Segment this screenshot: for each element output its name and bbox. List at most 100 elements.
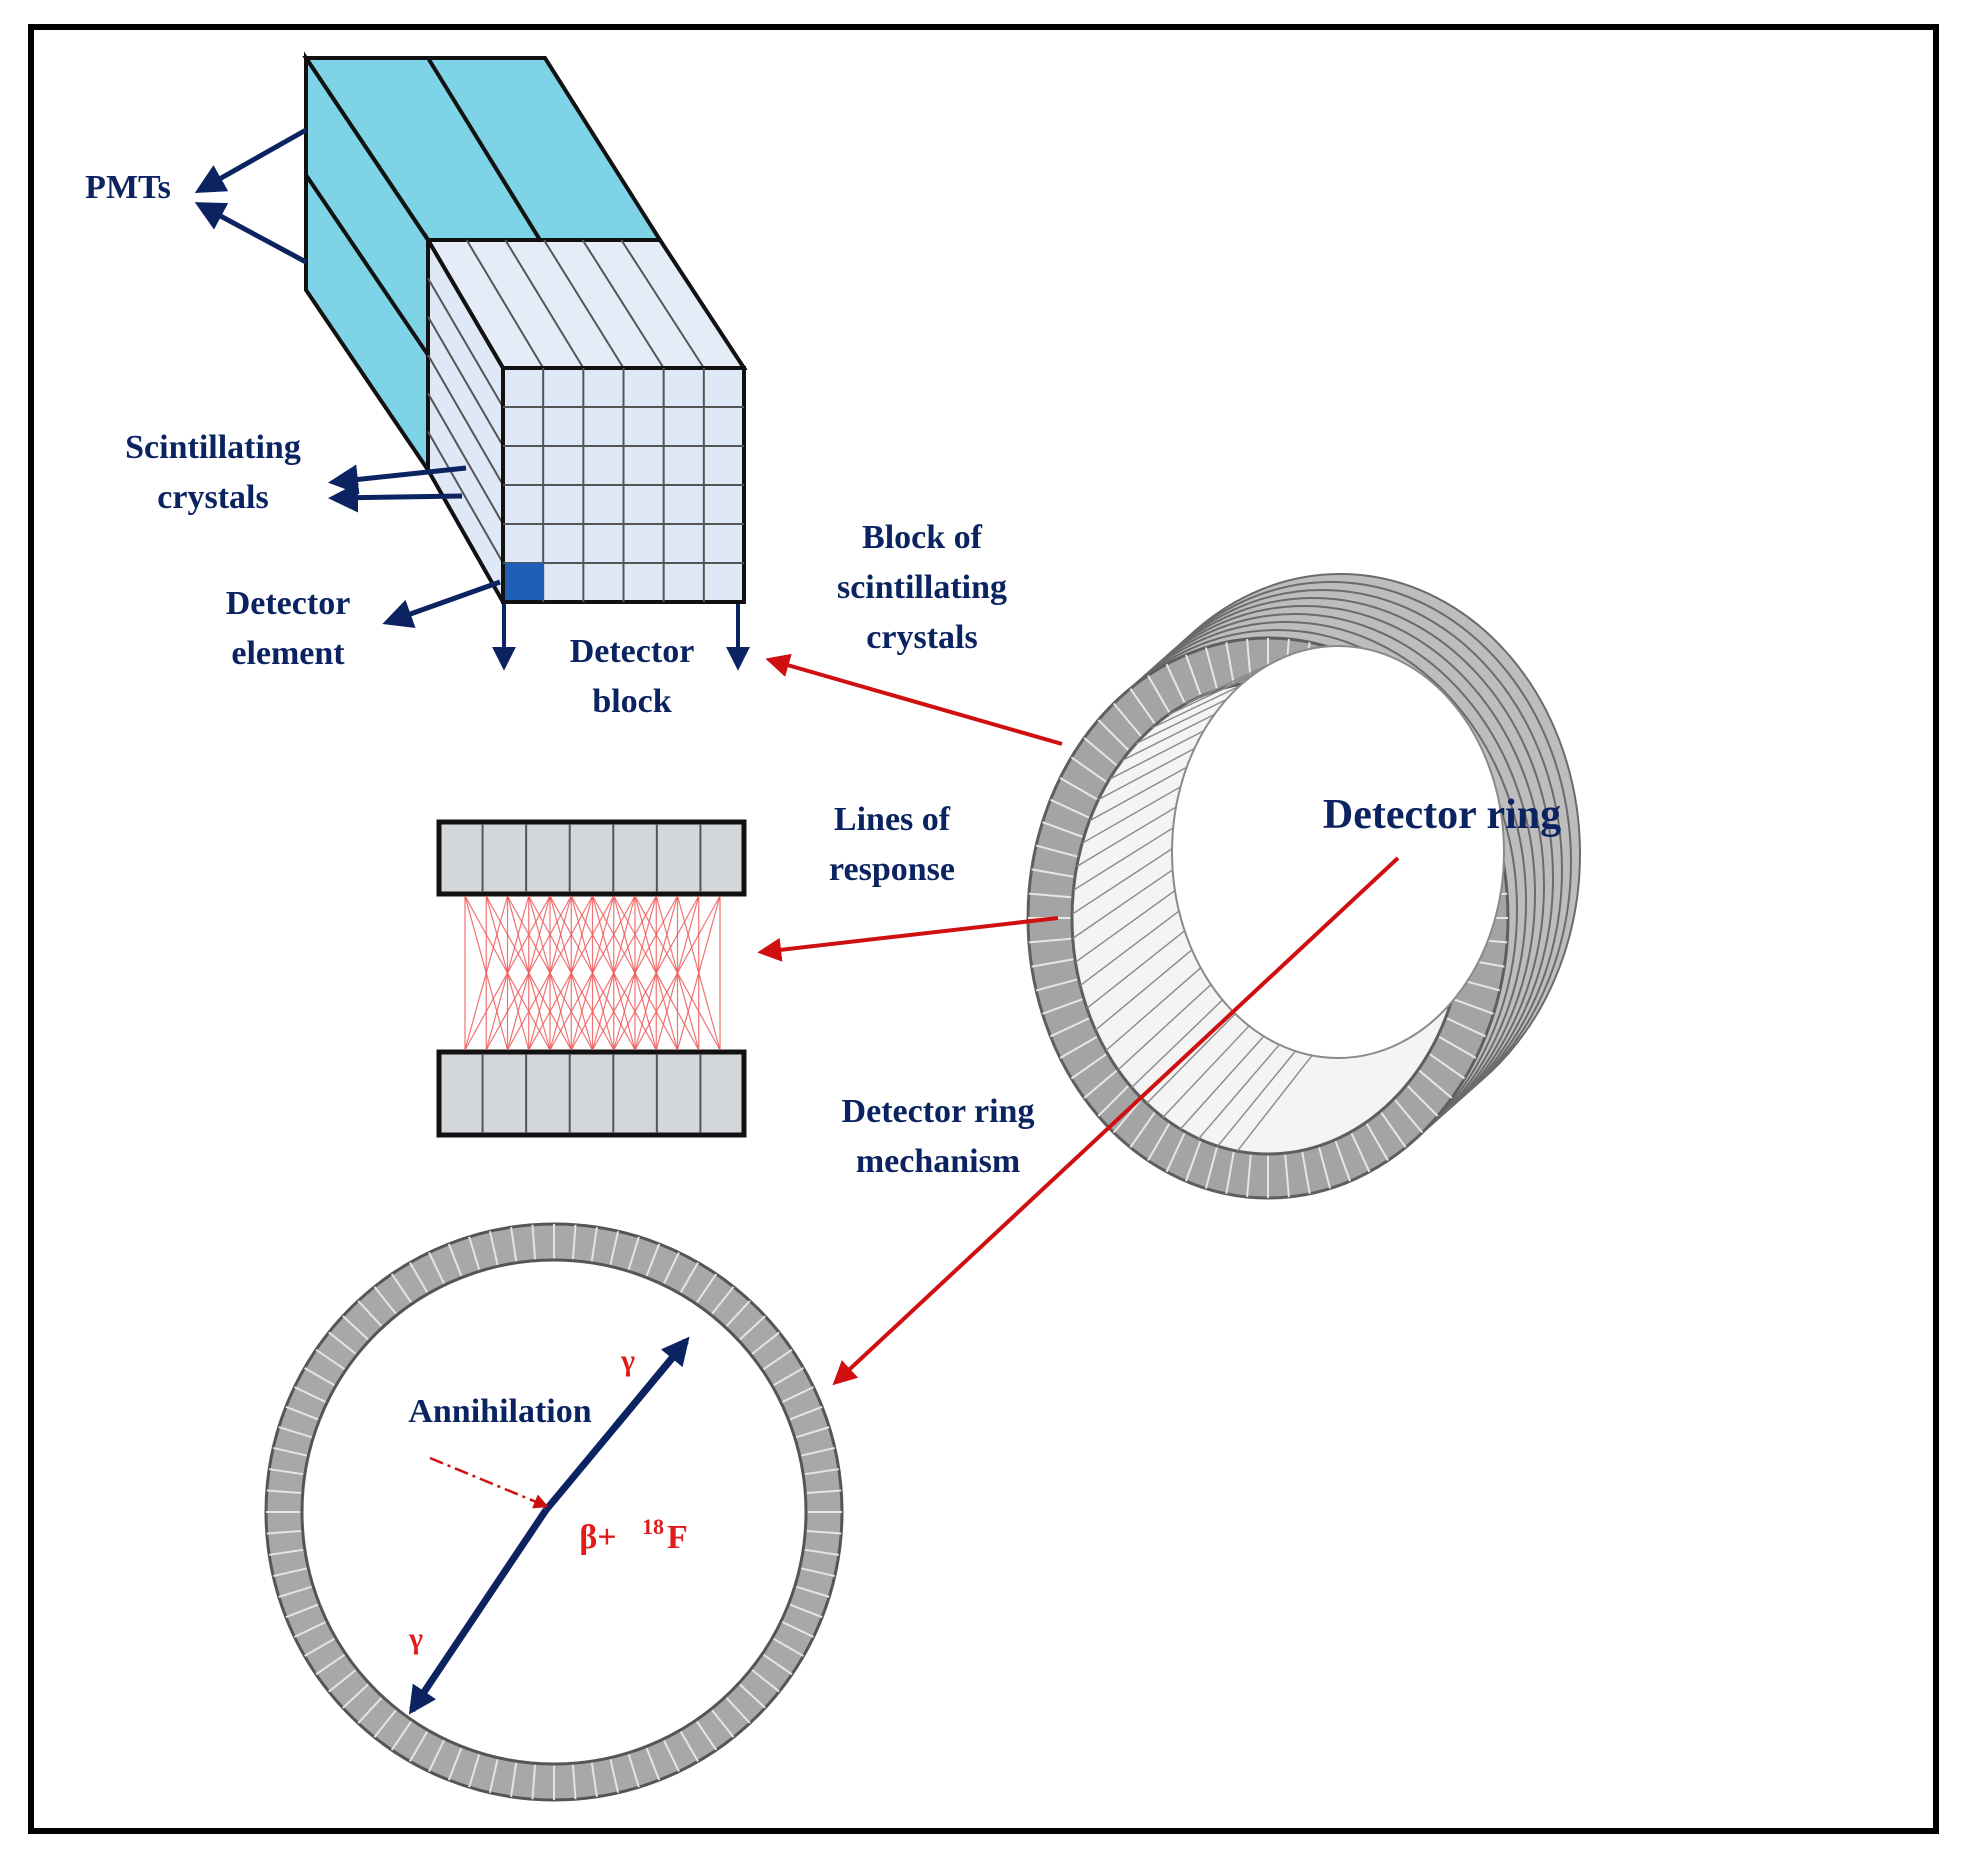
beta-plus-label: β+	[579, 1519, 616, 1556]
ring-front-segment	[1445, 1016, 1486, 1038]
ring-front-segment	[1097, 719, 1131, 752]
ring-2d-segment	[679, 1262, 699, 1295]
ring-inner-line	[1131, 999, 1223, 1088]
ring-inner-line	[1095, 949, 1193, 1031]
ring-inner-line	[1236, 1055, 1313, 1152]
ring-front-segment	[1083, 1068, 1119, 1099]
ring-front-segment	[1035, 844, 1079, 858]
block-of-crystals-label-1: Block of	[862, 519, 983, 556]
ring-2d-segment	[294, 1620, 328, 1638]
ring-2d-segment	[590, 1227, 598, 1263]
ring-2d-segment	[531, 1224, 537, 1261]
ring-front-segment	[1035, 978, 1079, 992]
lor-bottom-block	[436, 1049, 747, 1138]
ring-2d-segment	[409, 1729, 429, 1762]
isotope-mass-number: 18	[642, 1514, 664, 1539]
ring-front-segment	[1042, 997, 1085, 1015]
pmt-arrow-2	[194, 202, 308, 265]
ring-front-segment	[1165, 1131, 1187, 1173]
ring-2d-segment	[695, 1719, 718, 1751]
ring-front-segment	[1284, 1153, 1290, 1198]
ring-2d-segment	[780, 1386, 814, 1404]
ring-front-segment	[1379, 1110, 1407, 1148]
ring-front-segment	[1129, 688, 1157, 726]
ring-2d-segment	[468, 1236, 481, 1272]
annihilation-ring	[264, 1222, 844, 1802]
ring-front-segment	[1059, 1035, 1099, 1059]
ring-inner-line	[1089, 766, 1188, 822]
element-arrow	[382, 579, 501, 629]
ring-front-segment	[1165, 663, 1187, 705]
ring-3d-inner-surface	[1070, 645, 1505, 1156]
ring-2d-segment	[761, 1348, 793, 1371]
ring-front-segment	[1147, 675, 1171, 715]
ring-2d-segment	[750, 1668, 780, 1693]
ring-front-segment	[1317, 1145, 1332, 1189]
ring-2d-segment	[510, 1761, 518, 1797]
line-of-response	[464, 895, 509, 1051]
crystal-left-line	[427, 277, 504, 408]
ring-inner-line	[1198, 1044, 1280, 1140]
ring-inner-line	[1109, 730, 1205, 780]
ring-front-segment	[1405, 1084, 1439, 1117]
ring-front-segment	[1393, 1098, 1424, 1134]
ring-inner-line	[1179, 1035, 1265, 1130]
line-of-response	[528, 895, 615, 1051]
ring-front-segment	[1112, 702, 1143, 738]
ring-front-segment	[1028, 892, 1073, 899]
ring-2d-segment	[627, 1752, 640, 1788]
ring-far-opening	[1171, 645, 1505, 1059]
ring-2d-segment	[805, 1529, 842, 1535]
ring-2d-segment	[373, 1286, 398, 1316]
detector-element-label-2: element	[231, 635, 345, 672]
ring-2d-segment	[761, 1653, 793, 1676]
ring-2d-segment	[272, 1567, 309, 1578]
ring-2d-segment	[357, 1696, 384, 1724]
ring-2d-segment	[571, 1224, 577, 1261]
ring-2d-segment	[328, 1668, 358, 1693]
line-of-response	[506, 895, 594, 1051]
ring-front-segment	[1437, 1035, 1477, 1059]
line-of-response	[591, 895, 679, 1051]
arrow-to-ring-mechanism	[832, 856, 1400, 1386]
ring-2d-segment	[738, 1315, 766, 1342]
detector-block-label-1: Detector	[570, 633, 695, 670]
ring-2d-segment	[304, 1637, 337, 1657]
ring-inner-line	[1075, 890, 1176, 963]
ring-front-segment	[1246, 1153, 1252, 1198]
ring-front-segment	[1031, 868, 1076, 879]
scintillating-crystals-label-1: Scintillating	[125, 429, 301, 466]
figure-border	[28, 24, 1939, 1834]
crystal-arrow-2	[328, 482, 463, 513]
ring-2d-segment	[272, 1446, 309, 1457]
crystal-front-grid	[503, 368, 744, 602]
ring-2d-segment	[266, 1489, 303, 1495]
line-of-response	[613, 895, 700, 1051]
ring-2d-segment	[738, 1682, 766, 1709]
lines-of-response-label-1: Lines of	[834, 801, 951, 838]
ring-2d-segment	[710, 1286, 735, 1316]
block-of-crystals-label-3: crystals	[866, 619, 977, 656]
ring-2d-segment	[571, 1763, 577, 1800]
ring-2d-segment	[409, 1262, 429, 1295]
ring-front-segment	[1112, 1098, 1143, 1134]
ring-2d-segment	[780, 1620, 814, 1638]
ring-2d-segment	[531, 1763, 537, 1800]
ring-front-segment	[1225, 642, 1235, 686]
ring-2d-segment	[771, 1367, 804, 1387]
line-of-response	[676, 895, 721, 1051]
ring-2d-segment	[304, 1367, 337, 1387]
lor-lines	[464, 895, 721, 1051]
crystal-top-line	[581, 239, 665, 369]
crystal-left-line	[427, 354, 504, 486]
lor-block-dividers	[481, 824, 702, 1133]
ring-2d-segment	[794, 1585, 830, 1598]
line-of-response	[549, 895, 636, 1051]
ring-inner-line	[1121, 713, 1215, 762]
ring-2d-segment	[269, 1548, 305, 1556]
ring-mechanism-label-1: Detector ring	[842, 1093, 1035, 1130]
ring-front-segment	[1031, 957, 1076, 968]
ring-2d-segment	[447, 1243, 463, 1278]
ring-front-segment	[1042, 821, 1085, 839]
ring-2d-segment	[609, 1230, 620, 1267]
